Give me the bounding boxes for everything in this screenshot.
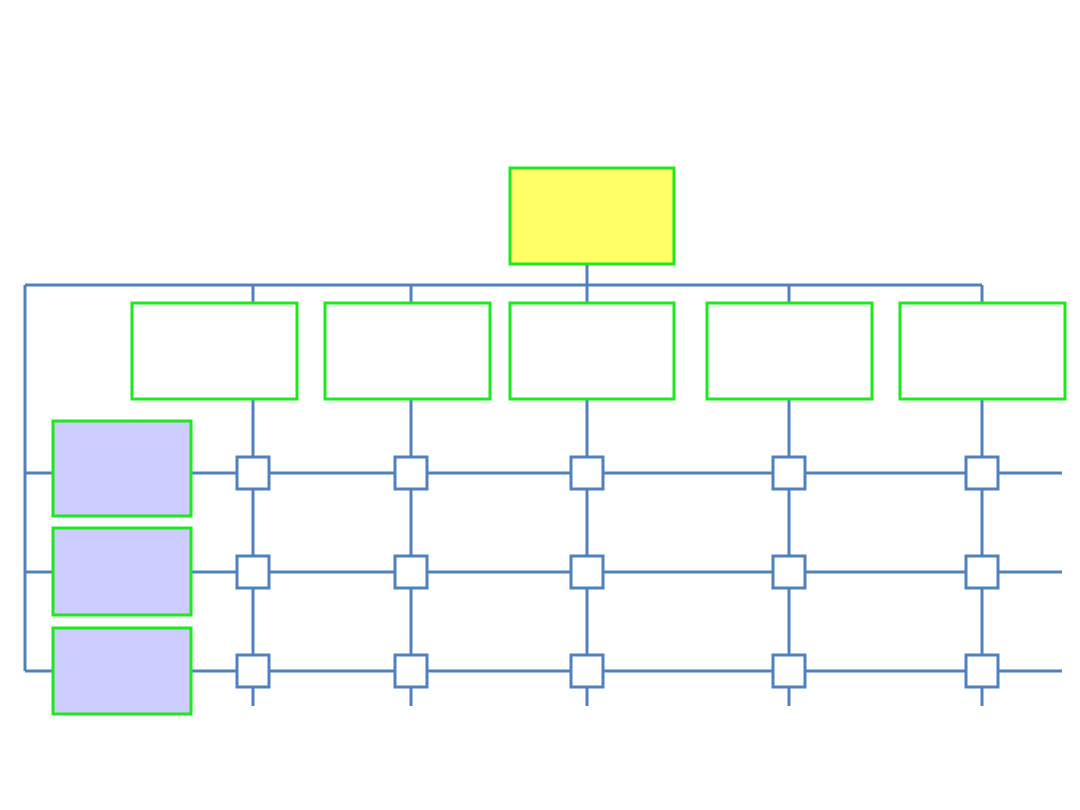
column-box[interactable] (898, 301, 1067, 401)
intersection-node[interactable] (393, 455, 429, 491)
intersection-node[interactable] (964, 554, 1000, 590)
row-box[interactable] (51, 419, 193, 518)
intersection-node[interactable] (569, 653, 605, 689)
column-box[interactable] (130, 301, 299, 401)
column-box[interactable] (508, 301, 676, 401)
column-box[interactable] (323, 301, 492, 401)
root-box[interactable] (508, 166, 676, 266)
intersection-node[interactable] (235, 653, 271, 689)
intersection-node[interactable] (569, 554, 605, 590)
intersection-node[interactable] (771, 653, 807, 689)
intersection-node[interactable] (964, 455, 1000, 491)
row-box[interactable] (51, 626, 193, 716)
intersection-node[interactable] (235, 554, 271, 590)
row-box[interactable] (51, 526, 193, 617)
intersection-node[interactable] (964, 653, 1000, 689)
intersection-node[interactable] (771, 554, 807, 590)
intersection-node[interactable] (393, 653, 429, 689)
column-box[interactable] (705, 301, 874, 401)
intersection-node[interactable] (393, 554, 429, 590)
intersection-node[interactable] (235, 455, 271, 491)
intersection-node[interactable] (569, 455, 605, 491)
intersection-node[interactable] (771, 455, 807, 491)
